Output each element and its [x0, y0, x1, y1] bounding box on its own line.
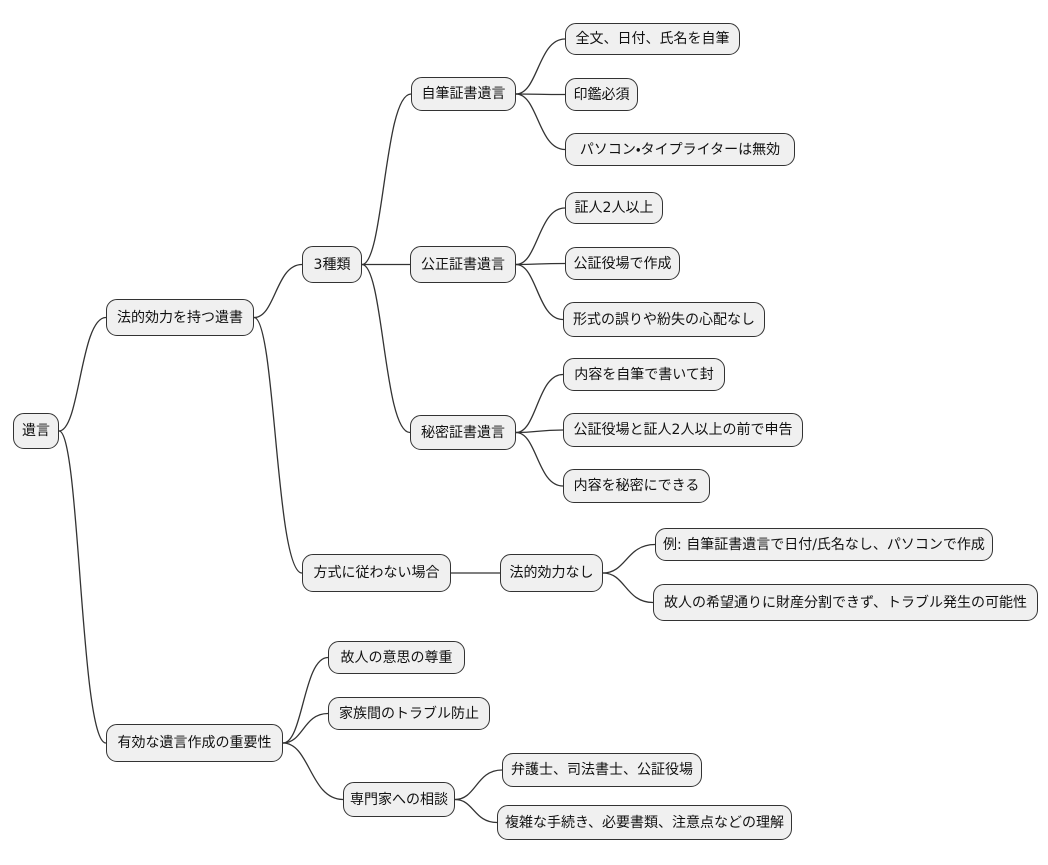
node-declare-before-notary-witnesses: 公証役場と証人2人以上の前で申告	[563, 413, 803, 447]
node-importance-valid-will: 有効な遺言作成の重要性	[106, 724, 283, 762]
edge-line	[282, 712, 329, 744]
edge-line	[282, 742, 344, 801]
node-respect-deceased-wishes: 故人の意思の尊重	[328, 641, 465, 674]
edge-line	[515, 431, 564, 487]
node-two-witnesses: 証人2人以上	[565, 192, 663, 224]
edge-line	[515, 262, 566, 266]
node-pc-typewriter-invalid: パソコン・タイプライターは無効	[565, 133, 795, 166]
edge-line	[515, 93, 566, 96]
node-noncompliant-format: 方式に従わない場合	[302, 554, 451, 592]
node-consult-experts: 専門家への相談	[343, 782, 455, 817]
node-content-kept-secret: 内容を秘密にできる	[563, 469, 710, 503]
edge-line	[515, 263, 564, 321]
edge-line	[253, 316, 303, 574]
edge-line	[515, 429, 564, 434]
node-holographic-will: 自筆証書遺言	[411, 77, 516, 111]
node-three-types: 3種類	[302, 246, 362, 283]
edge-line	[253, 263, 303, 319]
edge-line	[515, 373, 564, 434]
node-created-at-notary: 公証役場で作成	[565, 247, 680, 280]
node-understand-procedures: 複雑な手続き、必要書類、注意点などの理解	[497, 805, 792, 840]
edge-line	[515, 38, 566, 95]
edge-line	[361, 263, 411, 434]
node-secret-will: 秘密証書遺言	[410, 415, 516, 450]
node-trouble-possibility: 故人の希望通りに財産分割できず、トラブル発生の可能性	[653, 584, 1038, 621]
node-invalid-example: 例: 自筆証書遺言で日付/氏名なし、パソコンで作成	[655, 528, 993, 561]
edge-line	[602, 543, 656, 574]
edge-line	[602, 572, 654, 604]
node-experts-list: 弁護士、司法書士、公証役場	[502, 753, 702, 787]
edge-line	[454, 798, 498, 824]
edge-line	[454, 769, 503, 801]
node-write-and-seal: 内容を自筆で書いて封	[563, 358, 725, 391]
node-root-will: 遺言	[13, 413, 59, 449]
edge-line	[515, 207, 566, 266]
node-seal-required: 印鑑必須	[565, 78, 638, 111]
node-legal-testament: 法的効力を持つ遺書	[106, 299, 254, 336]
node-no-legal-effect: 法的効力なし	[500, 554, 603, 592]
node-handwritten-fulltext: 全文、日付、氏名を自筆	[565, 23, 740, 55]
edge-line	[361, 93, 412, 266]
edge-line	[58, 316, 107, 432]
edge-line	[282, 656, 329, 744]
node-no-error-or-loss-worry: 形式の誤りや紛失の心配なし	[563, 302, 765, 337]
edge-line	[58, 430, 107, 744]
edge-line	[515, 93, 566, 151]
node-notarized-will: 公正証書遺言	[410, 246, 516, 283]
node-prevent-family-trouble: 家族間のトラブル防止	[328, 697, 490, 730]
